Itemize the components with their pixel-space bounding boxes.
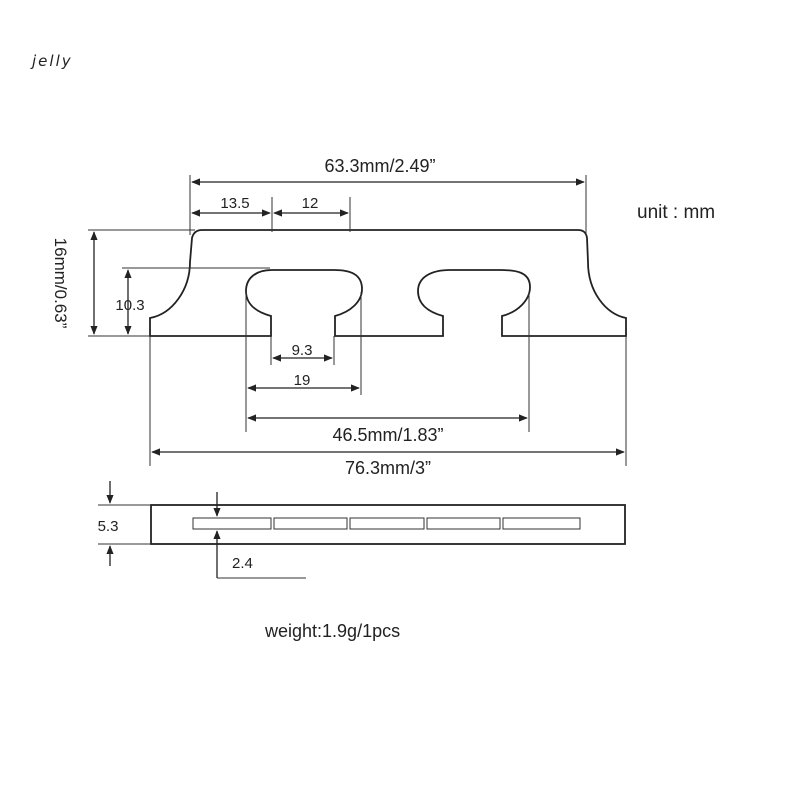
- label-slot-span: 46.5mm/1.83”: [332, 425, 443, 445]
- label-foot-height: 10.3: [115, 297, 144, 314]
- label-string-groove: 2.4: [232, 555, 253, 572]
- label-height: 16mm/0.63”: [51, 238, 70, 329]
- label-left-offset: 13.5: [220, 195, 249, 212]
- watermark-text: jelly: [32, 52, 73, 70]
- weight-label: weight:1.9g/1pcs: [265, 621, 401, 641]
- label-gap: 12: [302, 195, 319, 212]
- label-thickness: 5.3: [98, 518, 119, 535]
- unit-label: unit : mm: [637, 202, 716, 223]
- label-top-width: 63.3mm/2.49”: [324, 156, 435, 176]
- bridge-top-outline: [150, 504, 626, 545]
- label-slot-width: 19: [294, 372, 311, 389]
- label-total-width: 76.3mm/3”: [345, 458, 431, 478]
- string-groove-row: [192, 517, 581, 530]
- label-slot-neck: 9.3: [292, 342, 313, 359]
- bridge-front-outline: [149, 229, 627, 337]
